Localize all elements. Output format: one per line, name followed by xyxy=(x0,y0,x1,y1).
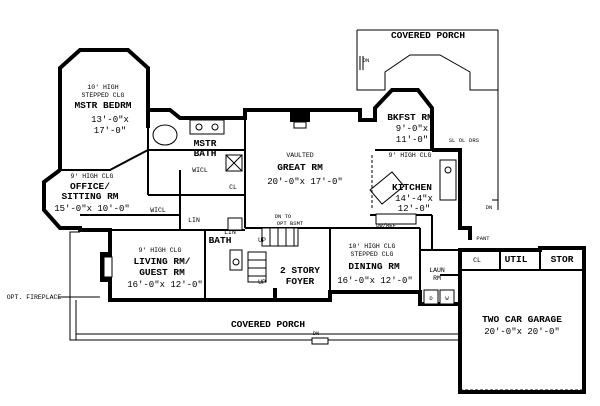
svg-text:FOYER: FOYER xyxy=(286,276,315,287)
laundry-label: LAUN RM D W xyxy=(429,267,449,302)
svg-text:D: D xyxy=(429,295,433,302)
stairs xyxy=(247,227,299,283)
shelf-label-ol: OL xyxy=(459,137,466,144)
shelf-label-sl: SL xyxy=(449,137,456,144)
svg-text:12'-0": 12'-0" xyxy=(398,204,430,214)
up-label-2: UP xyxy=(258,279,266,286)
svg-text:15'-0"x 10'-0": 15'-0"x 10'-0" xyxy=(54,204,130,214)
cl-master-label: CL xyxy=(229,184,237,191)
svg-text:9'-0"x: 9'-0"x xyxy=(396,124,428,134)
wicl-label-1: WICL xyxy=(192,167,208,174)
fixtures xyxy=(100,110,584,391)
svg-text:BKFST RM: BKFST RM xyxy=(387,112,433,123)
svg-text:DINING RM: DINING RM xyxy=(348,261,400,272)
svg-text:VAULTED: VAULTED xyxy=(286,152,313,159)
opt-fireplace-label: OPT. FIREPLACE xyxy=(7,294,62,301)
svg-text:9' HIGH CLG: 9' HIGH CLG xyxy=(139,247,182,254)
svg-text:SITTING RM: SITTING RM xyxy=(61,191,118,202)
svg-text:KITCHEN: KITCHEN xyxy=(392,182,432,193)
svg-text:RM: RM xyxy=(433,275,441,282)
garage-label: TWO CAR GARAGE 20'-0"x 20'-0" xyxy=(482,314,562,337)
svg-text:20'-0"x 17'-0": 20'-0"x 17'-0" xyxy=(267,177,343,187)
svg-text:13'-0"x: 13'-0"x xyxy=(91,115,129,125)
room-labels: 10' HIGH STEPPED CLG MSTR BEDRM 13'-0"x … xyxy=(7,84,574,337)
dn-label-rear: DN xyxy=(363,57,370,64)
svg-text:MSTR BEDRM: MSTR BEDRM xyxy=(74,100,131,111)
dw-ref-label: DW/REF xyxy=(376,222,396,229)
svg-text:9' HIGH CLG: 9' HIGH CLG xyxy=(71,173,114,180)
svg-text:11'-0": 11'-0" xyxy=(396,135,428,145)
util-label: UTIL xyxy=(505,254,528,265)
svg-text:17'-0": 17'-0" xyxy=(94,126,126,136)
svg-text:BATH: BATH xyxy=(194,148,217,159)
dn-bsmt-label-2: OPT BSMT xyxy=(277,220,304,227)
svg-text:10' HIGH CLG: 10' HIGH CLG xyxy=(349,243,396,250)
svg-text:9' HIGH CLG: 9' HIGH CLG xyxy=(389,152,432,159)
dn-label-front: DN xyxy=(313,330,320,337)
foyer-label: 2 STORY FOYER xyxy=(280,265,320,287)
front-porch-label: COVERED PORCH xyxy=(231,319,305,330)
master-bedroom-label: 10' HIGH STEPPED CLG MSTR BEDRM 13'-0"x … xyxy=(74,84,131,136)
dining-room-label: 10' HIGH CLG STEPPED CLG DINING RM 16'-0… xyxy=(337,243,413,286)
rear-porch-label: COVERED PORCH xyxy=(391,30,465,41)
svg-text:STEPPED CLG: STEPPED CLG xyxy=(82,92,125,99)
svg-text:STEPPED CLG: STEPPED CLG xyxy=(351,251,394,258)
great-room-label: VAULTED GREAT RM 20'-0"x 17'-0" xyxy=(267,152,343,187)
svg-text:W: W xyxy=(445,295,449,302)
svg-text:10' HIGH: 10' HIGH xyxy=(87,84,118,91)
front-covered-porch: COVERED PORCH DN xyxy=(69,231,460,345)
living-room-label: 9' HIGH CLG LIVING RM/ GUEST RM 16'-0"x … xyxy=(127,247,203,290)
svg-text:16'-0"x 12'-0": 16'-0"x 12'-0" xyxy=(337,276,413,286)
lin-label-1: LIN xyxy=(188,217,200,224)
up-label-1: UP xyxy=(258,237,266,244)
svg-text:14'-4"x: 14'-4"x xyxy=(395,194,433,204)
kitchen-label: 9' HIGH CLG KITCHEN 14'-4"x 12'-0" xyxy=(389,152,433,214)
svg-text:20'-0"x 20'-0": 20'-0"x 20'-0" xyxy=(484,327,560,337)
wicl-label-2: WICL xyxy=(150,207,166,214)
svg-text:2 STORY: 2 STORY xyxy=(280,265,320,276)
svg-text:TWO CAR GARAGE: TWO CAR GARAGE xyxy=(482,314,562,325)
stor-label: STOR xyxy=(551,254,574,265)
dn-bsmt-label-1: DN TO xyxy=(275,213,292,220)
master-bath-label: MSTR BATH xyxy=(194,138,217,159)
pant-label: PANT xyxy=(476,235,490,242)
bath-label: BATH xyxy=(209,235,232,246)
dn-label-garage: DN xyxy=(486,204,493,211)
svg-text:GUEST RM: GUEST RM xyxy=(139,267,185,278)
svg-text:LIVING RM/: LIVING RM/ xyxy=(133,256,190,267)
svg-text:GREAT RM: GREAT RM xyxy=(277,162,323,173)
shelf-label-drs: DRS xyxy=(469,137,480,144)
svg-text:LAUN: LAUN xyxy=(429,267,445,274)
lin-label-2: LIN xyxy=(224,229,236,236)
svg-text:OFFICE/: OFFICE/ xyxy=(70,181,110,192)
svg-text:16'-0"x 12'-0": 16'-0"x 12'-0" xyxy=(127,280,203,290)
cl-laun-label: CL xyxy=(473,257,481,264)
svg-text:MSTR: MSTR xyxy=(194,138,217,149)
rear-covered-porch: COVERED PORCH DN xyxy=(356,29,499,210)
breakfast-room-label: BKFST RM 9'-0"x 11'-0" xyxy=(387,112,433,145)
office-label: 9' HIGH CLG OFFICE/ SITTING RM 15'-0"x 1… xyxy=(54,173,130,214)
